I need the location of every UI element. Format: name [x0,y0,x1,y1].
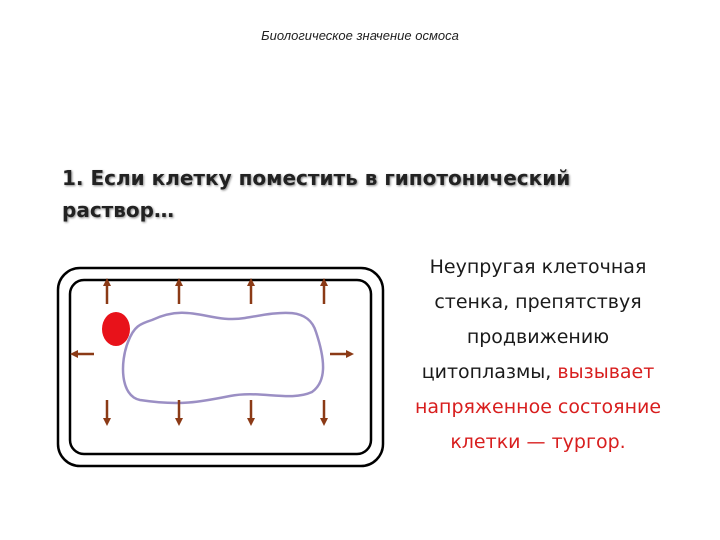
heading-line-1: 1. Если клетку поместить в гипотонически… [62,166,571,190]
section-heading: 1. Если клетку поместить в гипотонически… [62,162,622,226]
explanation-line-1: Неупругая клеточная [429,256,647,278]
explanation-line-2: стенка, препятствуя [434,291,642,313]
explanation-line-4-red: вызывает [557,361,655,383]
explanation-line-5: напряженное состояние [414,396,662,418]
explanation-text: Неупругая клеточная стенка, препятствуя … [382,250,694,460]
plant-cell-diagram [56,266,385,468]
explanation-line-6: клетки — тургор. [450,431,626,453]
slide-title: Биологическое значение осмоса [261,28,459,43]
explanation-line-4: цитоплазмы, вызывает [382,355,694,390]
cell-wall-outer [56,266,385,468]
cell-wall-inner [68,278,373,456]
explanation-line-3: продвижению [466,326,610,348]
cytoplasm-membrane [121,311,325,405]
heading-line-2: раствор… [62,198,174,222]
pressure-arrows-bottom [102,400,329,427]
explanation-line-4-black: цитоплазмы, [421,361,558,383]
pressure-arrows-top [102,277,329,304]
nucleus [102,312,130,346]
